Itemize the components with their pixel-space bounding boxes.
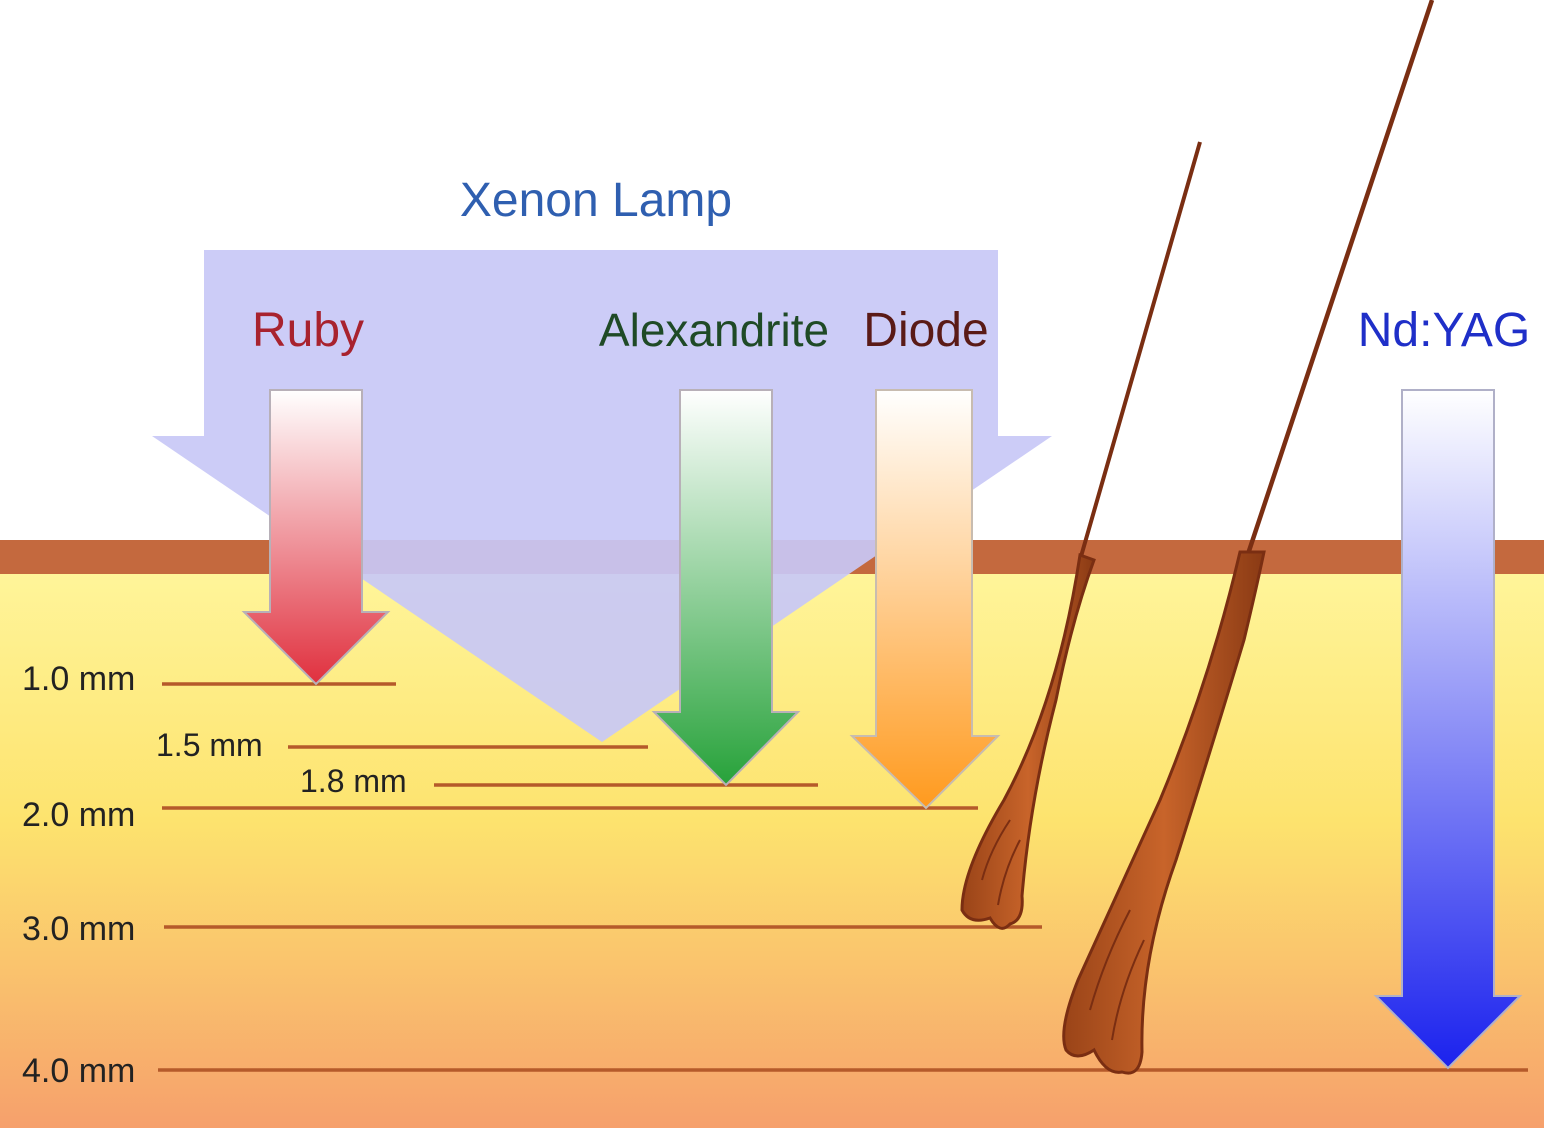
depth-label-1-0: 1.0 mm xyxy=(22,660,135,698)
ndyag-label: Nd:YAG xyxy=(1358,304,1531,357)
depth-labels: 1.0 mm 1.5 mm 1.8 mm 2.0 mm 3.0 mm 4.0 m… xyxy=(22,660,407,1090)
ruby-label: Ruby xyxy=(252,304,364,357)
ndyag-arrow xyxy=(1373,389,1523,1070)
alexandrite-label: Alexandrite xyxy=(599,304,829,356)
depth-label-1-8: 1.8 mm xyxy=(300,763,407,799)
depth-label-4-0: 4.0 mm xyxy=(22,1052,135,1090)
ruby-arrow xyxy=(241,389,391,686)
depth-label-3-0: 3.0 mm xyxy=(22,910,135,948)
xenon-lamp-title: Xenon Lamp xyxy=(460,174,732,227)
diode-label: Diode xyxy=(863,304,988,357)
xenon-lamp-arrow xyxy=(152,250,1052,742)
diode-arrow xyxy=(849,389,1001,810)
depth-lines xyxy=(158,682,1528,1072)
hair-follicle-left xyxy=(960,141,1202,930)
depth-label-1-5: 1.5 mm xyxy=(156,727,263,763)
hair-follicle-right xyxy=(1062,0,1435,1075)
alexandrite-arrow xyxy=(651,389,801,787)
depth-label-2-0: 2.0 mm xyxy=(22,796,135,834)
